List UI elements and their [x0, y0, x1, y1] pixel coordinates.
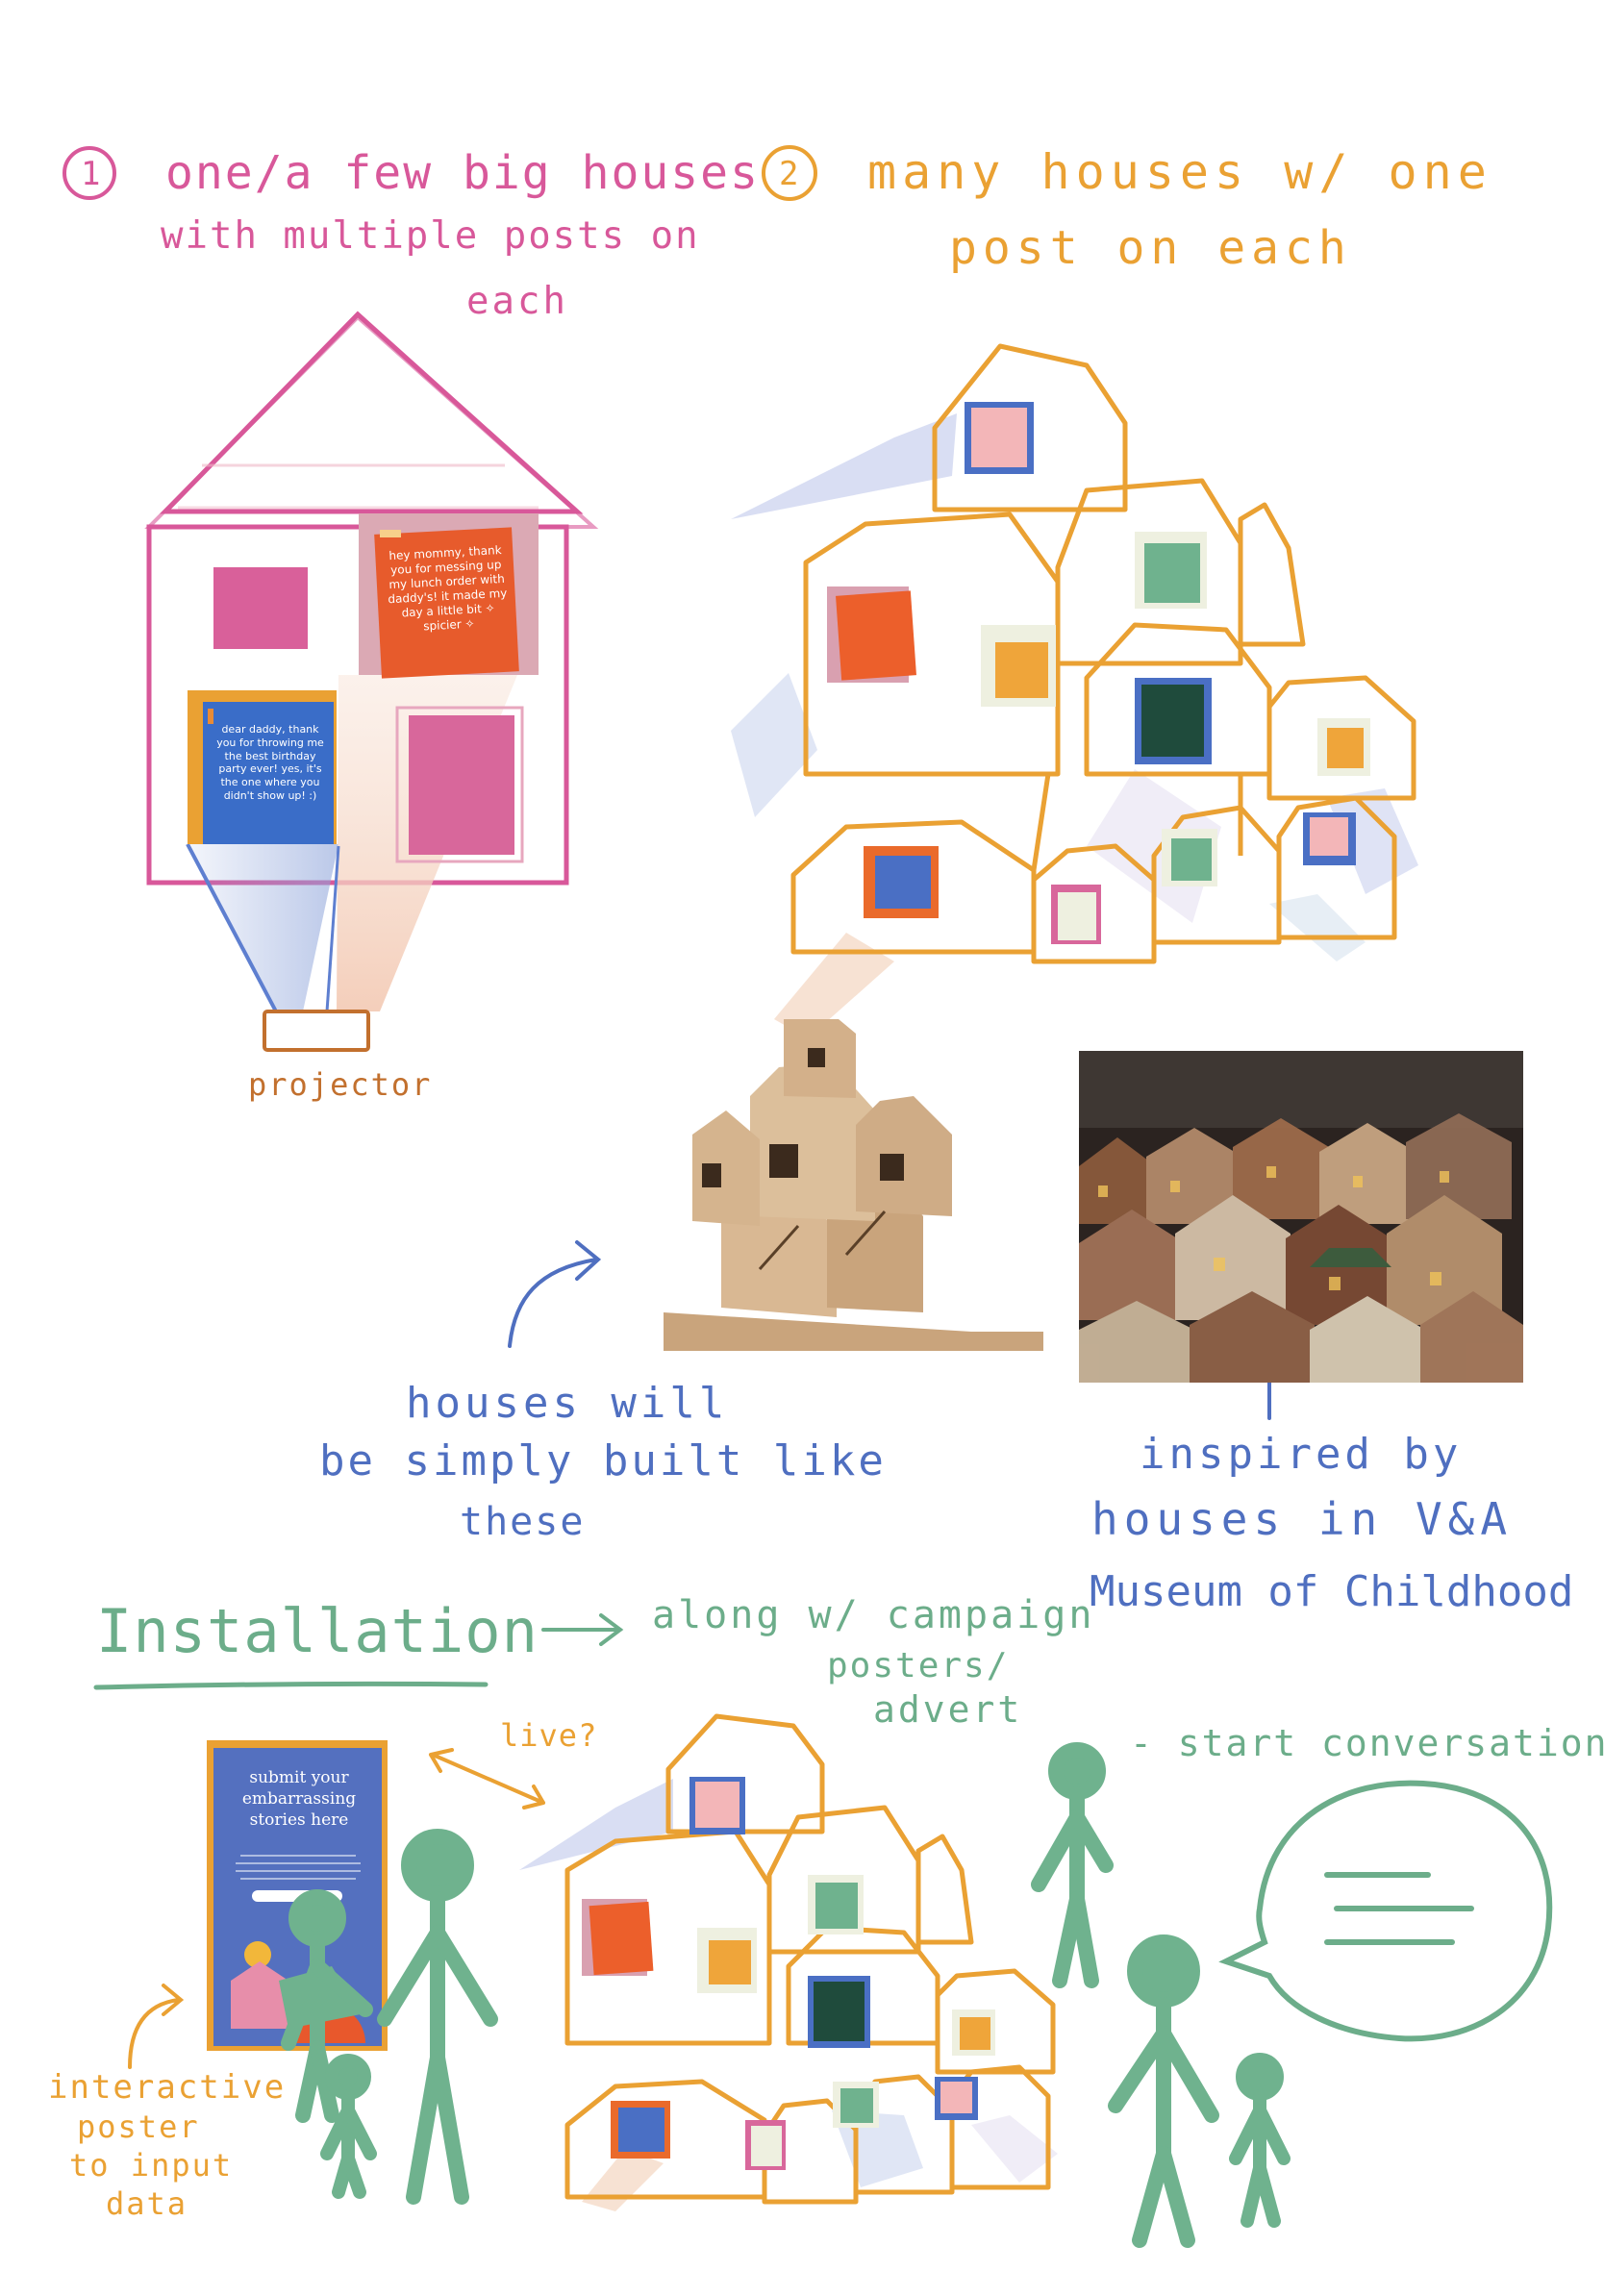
projector-label: projector	[248, 1066, 433, 1103]
option1-line2: with multiple posts on	[161, 214, 700, 258]
option2-number: 2	[779, 155, 799, 193]
inspired-note-line3: Museum of Childhood	[1090, 1567, 1574, 1616]
poster-title: submit your embarrassing stories here	[241, 1768, 357, 1831]
installation-underline	[93, 1681, 489, 1690]
projector-box	[263, 1010, 370, 1052]
installation-house-notes	[582, 1777, 995, 2170]
option2-line1: many houses w/ one	[867, 144, 1492, 200]
option1-line1: one/a few big houses	[165, 146, 760, 200]
houses-note-line1: houses will	[406, 1379, 729, 1428]
wooden-house-model-photo	[664, 1019, 1043, 1351]
installation-arrow-text-1: along w/ campaign	[652, 1593, 1095, 1637]
big-house-sketch	[144, 311, 599, 1052]
big-house-door	[409, 715, 514, 855]
installation-arrow-text-3: advert	[873, 1688, 1023, 1731]
installation-title: Installation	[96, 1596, 539, 1666]
option1-line3: each	[466, 280, 568, 323]
option1-number-circle	[63, 146, 116, 200]
houses-note-line2: be simply built like	[319, 1436, 887, 1485]
big-house-window	[213, 567, 308, 649]
houses-note-line3: these	[460, 1500, 586, 1544]
interactive-note-line3: to input	[69, 2147, 234, 2184]
museum-of-childhood-photo	[1079, 1051, 1523, 1383]
inspired-note-line2: houses in V&A	[1091, 1493, 1514, 1545]
live-label: live?	[500, 1717, 598, 1754]
people-figures	[281, 1742, 1291, 2248]
interactive-note-line2: poster	[77, 2109, 200, 2145]
note-blue-text: dear daddy, thank you for throwing me th…	[216, 723, 324, 802]
interactive-note-line1: interactive	[48, 2068, 287, 2107]
interactive-note-line4: data	[106, 2185, 188, 2222]
interactive-poster-arrow	[128, 1984, 185, 2069]
live-double-arrow	[429, 1748, 545, 1809]
note-pink-text: hey mommy, thank you for messing up my l…	[388, 542, 508, 634]
stacked-house-notes	[827, 402, 1370, 944]
installation-arrow-text-2: posters/	[827, 1646, 1010, 1685]
arrow-to-wooden-model	[508, 1240, 602, 1348]
installation-arrow	[541, 1613, 624, 1646]
start-conversations-label: - start conversations!	[1130, 1722, 1604, 1764]
option1-number: 1	[81, 155, 101, 193]
option2-line2: post on each	[949, 221, 1352, 275]
installation-houses-sketch	[519, 1713, 1058, 2211]
inspired-note-line1: inspired by	[1140, 1430, 1463, 1479]
speech-bubble	[1218, 1780, 1553, 2042]
option2-number-circle	[762, 145, 817, 201]
